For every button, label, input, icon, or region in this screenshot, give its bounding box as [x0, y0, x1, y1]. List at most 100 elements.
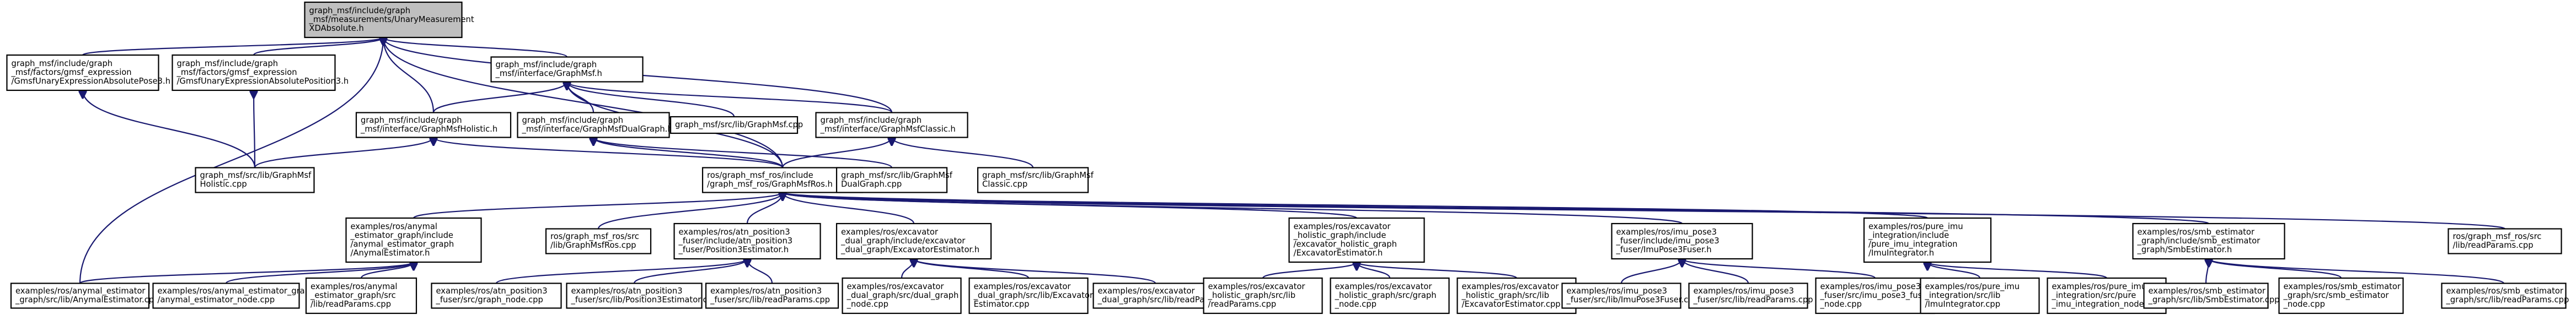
- node-excavHolReadParams[interactable]: examples/ros/excavator_holistic_graph/sr…: [1203, 277, 1323, 314]
- node-box: [1815, 277, 1935, 314]
- node-anymalReadParams[interactable]: examples/ros/anymal_estimator_graph/src/…: [305, 277, 417, 314]
- node-anymalEstH[interactable]: examples/ros/anymal_estimator_graph/incl…: [345, 217, 482, 263]
- edge-pureImuH-to-pureImuNode: [1927, 261, 2108, 279]
- node-graphMsfH[interactable]: graph_msf/include/graph_msf/interface/Gr…: [490, 56, 644, 83]
- node-box: [304, 1, 463, 39]
- edge-graphMsfH-to-graphMsfClassicH: [567, 81, 893, 113]
- node-box: [2132, 222, 2285, 260]
- node-excavHolEstCpp[interactable]: examples/ros/excavator_holistic_graph/sr…: [1456, 277, 1577, 314]
- node-box: [517, 112, 670, 138]
- node-graphMsfRosH[interactable]: ros/graph_msf_ros/include/graph_msf_ros/…: [701, 167, 864, 193]
- node-graphMsfCpp[interactable]: graph_msf/src/lib/GraphMsf.cpp: [670, 116, 803, 134]
- node-imuPose3H[interactable]: examples/ros/imu_pose3_fuser/include/imu…: [1611, 222, 1753, 260]
- node-box: [545, 228, 652, 254]
- node-pureImuH[interactable]: examples/ros/pure_imu_integration/includ…: [1863, 217, 1992, 263]
- node-label-line: examples/ros/atn_position3: [679, 227, 790, 237]
- node-box: [2448, 228, 2562, 254]
- node-label-line: /pure_imu_integration: [1868, 240, 1957, 249]
- node-label-line: _msf/factors/gmsf_expression: [176, 68, 297, 77]
- node-label-line: /anymal_estimator_graph: [351, 240, 454, 249]
- node-box: [2441, 283, 2567, 309]
- node-smbReadParams[interactable]: examples/ros/smb_estimator_graph/src/lib…: [2441, 283, 2569, 309]
- edge-smbEstH-to-smbNodeCpp: [2209, 258, 2342, 279]
- node-imuPose3FuserCpp[interactable]: examples/ros/imu_pose3_fuser/src/lib/Imu…: [1561, 283, 1699, 309]
- node-label-line: /lib/readParams.cpp: [310, 300, 391, 309]
- node-label-line: graph_msf/include/graph: [12, 59, 113, 68]
- node-excavDualH[interactable]: examples/ros/excavator_dual_graph/includ…: [836, 222, 992, 260]
- node-attnReadParams[interactable]: examples/ros/atn_position3_fuser/src/lib…: [705, 283, 839, 309]
- edge-graphMsfClassicH-to-graphMsfRosH: [781, 137, 892, 168]
- node-imuPose3ReadParams[interactable]: examples/ros/imu_pose3_fuser/src/lib/rea…: [1688, 283, 1813, 309]
- edge-graphMsfRosH-to-anymalEstH: [413, 192, 783, 219]
- node-label-line: _fuser/Position3Estimator.h: [678, 245, 789, 254]
- edge-excavDualH-to-excavDualReadParams: [914, 258, 1156, 284]
- node-gmsfExprPose3[interactable]: graph_msf/include/graph_msf/factors/gmsf…: [6, 54, 171, 91]
- node-excavHolNode[interactable]: examples/ros/excavator_holistic_graph/sr…: [1330, 277, 1450, 314]
- node-gmsfExprPos3[interactable]: graph_msf/include/graph_msf/factors/gmsf…: [172, 54, 349, 91]
- node-excavDualEstCpp[interactable]: examples/ros/excavator_dual_graph/src/li…: [968, 277, 1094, 314]
- node-box: [305, 277, 417, 314]
- node-anymalNodeCpp[interactable]: examples/ros/anymal_estimator_graph/src/…: [152, 283, 330, 309]
- node-label-line: graph_msf/include/graph: [821, 116, 922, 125]
- node-label-line: _msf/measurements/UnaryMeasurement: [309, 15, 474, 24]
- node-box: [2143, 283, 2269, 309]
- node-box: [490, 56, 644, 83]
- node-label-line: /lib/readParams.cpp: [2453, 241, 2534, 250]
- node-attnPos3H[interactable]: examples/ros/atn_position3_fuser/include…: [673, 222, 821, 260]
- node-box: [815, 112, 968, 138]
- node-box: [1203, 277, 1323, 314]
- edge-graphMsfH-to-graphMsfCpp: [567, 82, 735, 117]
- node-attnPos3Cpp[interactable]: examples/ros/atn_position3_fuser/src/lib…: [566, 283, 718, 309]
- node-graphMsfHolisticCpp[interactable]: graph_msf/src/lib/GraphMsfHolistic.cpp: [195, 167, 315, 193]
- node-smbEstCpp[interactable]: examples/ros/smb_estimator_graph/src/lib…: [2143, 283, 2280, 309]
- node-label-line: _node.cpp: [1335, 300, 1377, 309]
- node-label-line: _fuser/src/lib/readParams.cpp: [1693, 295, 1813, 305]
- node-label-line: examples/ros/excavator: [1335, 282, 1433, 291]
- node-box: [1092, 283, 1218, 309]
- node-excavDualNode[interactable]: examples/ros/excavator_dual_graph/src/du…: [842, 277, 962, 314]
- node-box: [1330, 277, 1450, 314]
- node-label-line: Estimator.cpp: [974, 300, 1030, 309]
- node-label-line: _graph/include/smb_estimator: [2137, 236, 2261, 246]
- node-label-line: _msf/interface/GraphMsfDualGraph.h: [522, 124, 673, 134]
- node-label-line: examples/ros/pure_imu: [1925, 282, 2020, 291]
- node-graphMsfRosCpp[interactable]: ros/graph_msf_ros/src/lib/GraphMsfRos.cp…: [545, 228, 652, 254]
- node-box: [355, 112, 512, 138]
- node-smbNodeCpp[interactable]: examples/ros/smb_estimator_graph/src/smb…: [2278, 277, 2404, 314]
- edge-root-to-anymalEstCpp: [79, 37, 383, 284]
- node-label-line: /GmsfUnaryExpressionAbsolutePosition3.h: [177, 77, 349, 86]
- node-graphMsfClassicCpp[interactable]: graph_msf/src/lib/GraphMsfClassic.cpp: [977, 167, 1094, 193]
- node-box: [2278, 277, 2404, 314]
- node-readParamsCpp[interactable]: ros/graph_msf_ros/src/lib/readParams.cpp: [2448, 228, 2562, 254]
- node-label-line: _fuser/ImuPose3Fuser.h: [1616, 245, 1712, 254]
- node-attnGraphNode[interactable]: examples/ros/atn_position3_fuser/src/gra…: [431, 283, 562, 309]
- node-anymalEstCpp[interactable]: examples/ros/anymal_estimator_graph/src/…: [10, 283, 159, 309]
- node-smbEstH[interactable]: examples/ros/smb_estimator_graph/include…: [2132, 222, 2285, 260]
- node-label-line: Holistic.cpp: [200, 180, 247, 189]
- node-label-line: examples/ros/anymal_estimator: [15, 286, 146, 296]
- node-pureImuIntegratorCpp[interactable]: examples/ros/pure_imu_integration/src/li…: [1920, 277, 2040, 314]
- node-label-line: /readParams.cpp: [1208, 300, 1277, 309]
- node-graphMsfDualGraphCpp[interactable]: graph_msf/src/lib/GraphMsfDualGraph.cpp: [836, 167, 953, 193]
- node-label-line: _fuser/include/imu_pose3: [1616, 236, 1720, 246]
- node-label-line: _graph/src/lib/readParams.cpp: [2446, 295, 2569, 305]
- edge-gmsfExprPos3-to-graphMsfHolisticCpp: [254, 90, 255, 168]
- node-label-line: examples/ros/anymal_estimator_graph/src: [158, 286, 330, 296]
- node-label-line: _integration/include: [1868, 231, 1949, 240]
- edge-smbEstH-to-smbReadParams: [2209, 258, 2505, 284]
- node-label-line: examples/ros/smb_estimator: [2138, 227, 2255, 237]
- node-box: [1611, 222, 1753, 260]
- node-label-line: _fuser/src/lib/ImuPose3Fuser.cpp: [1566, 295, 1699, 305]
- edge-root-to-gmsfExprPose3: [82, 36, 383, 56]
- node-imuPose3Node[interactable]: examples/ros/imu_pose3_fuser/src/imu_pos…: [1815, 277, 1935, 314]
- node-label-line: graph_msf/include/graph: [309, 6, 411, 15]
- node-label-line: examples/ros/smb_estimator: [2149, 286, 2266, 296]
- node-label-line: graph_msf/src/lib/GraphMsf.cpp: [675, 120, 803, 129]
- node-label-line: examples/ros/imu_pose3: [1820, 282, 1921, 291]
- node-excavHolisticH[interactable]: examples/ros/excavator_holistic_graph/in…: [1288, 217, 1425, 263]
- node-graphMsfHolisticH[interactable]: graph_msf/include/graph_msf/interface/Gr…: [355, 112, 512, 138]
- edge-graphMsfH-to-graphMsfHolisticH: [432, 82, 567, 113]
- node-graphMsfDualGraphH[interactable]: graph_msf/include/graph_msf/interface/Gr…: [517, 112, 673, 138]
- node-graphMsfClassicH[interactable]: graph_msf/include/graph_msf/interface/Gr…: [815, 112, 968, 138]
- node-label-line: _graph/src/lib/AnymalEstimator.cpp: [15, 295, 159, 305]
